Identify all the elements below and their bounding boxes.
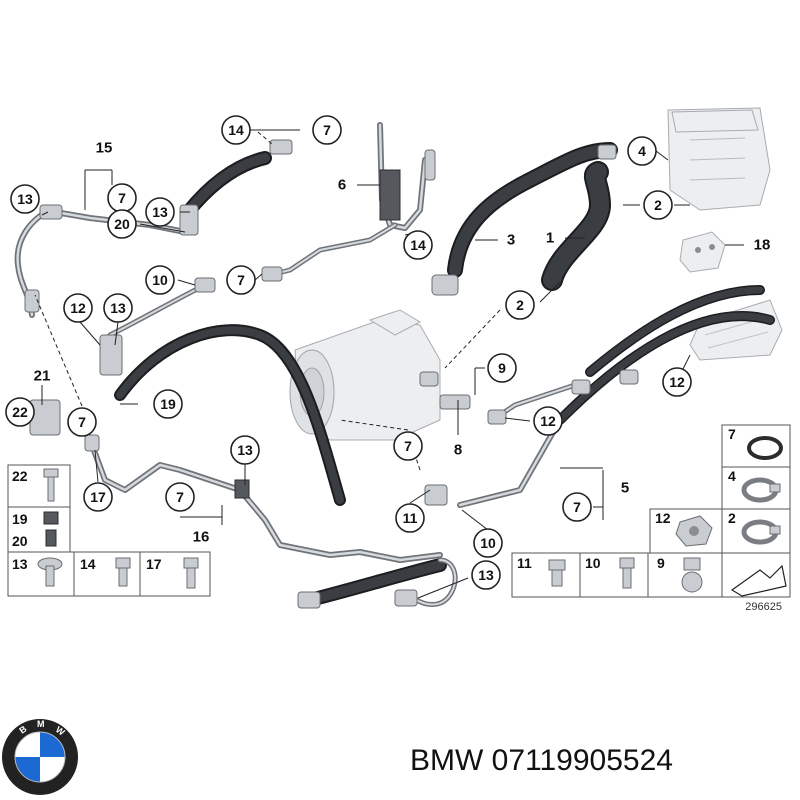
callout-9: 9 — [498, 360, 506, 376]
hose-main-long — [114, 324, 346, 506]
callout-12-a: 12 — [70, 300, 86, 316]
screw-13-icon — [37, 557, 63, 587]
callout-20: 20 — [114, 216, 130, 232]
callout-7-b: 7 — [323, 122, 331, 138]
table-cell-17: 17 — [146, 556, 162, 572]
hose-13-lower — [297, 558, 447, 609]
callout-15: 15 — [96, 140, 113, 157]
callout-22: 22 — [12, 404, 28, 420]
table-cell-20: 20 — [12, 533, 28, 549]
callout-13-b: 13 — [152, 204, 168, 220]
bolt-10-icon — [619, 557, 635, 589]
callout-21: 21 — [34, 368, 51, 385]
parts-table-right: 7 4 2 12 11 10 9 — [511, 424, 791, 613]
callout-18: 18 — [754, 237, 771, 254]
nut-12-icon — [675, 515, 713, 547]
table-cell-11: 11 — [517, 555, 532, 571]
callout-11: 11 — [403, 510, 418, 526]
table-cell-2: 2 — [728, 510, 736, 526]
fittings — [24, 139, 639, 607]
pipe-16-17 — [89, 442, 443, 563]
leader-lines — [34, 129, 744, 599]
parts-table-left: 22 19 20 13 14 17 — [7, 464, 211, 597]
bolt-14-icon — [115, 557, 131, 587]
callout-7-e: 7 — [404, 438, 412, 454]
callout-16: 16 — [193, 529, 210, 546]
callout-7-f: 7 — [176, 489, 184, 505]
callout-19: 19 — [160, 396, 176, 412]
callouts: 13 15 7 14 7 13 20 10 7 6 14 4 2 3 1 18 … — [5, 115, 771, 590]
oil-cooler — [689, 299, 783, 361]
callout-12-b: 12 — [540, 413, 556, 429]
callout-10-a: 10 — [152, 272, 168, 288]
table-cell-7: 7 — [728, 426, 736, 442]
svg-text:B: B — [17, 723, 28, 735]
callout-7-g: 7 — [573, 499, 581, 515]
bolt-22-icon — [43, 468, 59, 502]
table-cell-19: 19 — [12, 511, 28, 527]
callout-3: 3 — [507, 232, 515, 249]
callout-2-b: 2 — [516, 297, 524, 313]
pipe-6 — [267, 122, 428, 278]
expansion-tank — [667, 107, 771, 211]
callout-4: 4 — [638, 143, 646, 159]
table-cell-9: 9 — [657, 555, 665, 571]
bmw-logo: B M W — [2, 719, 78, 795]
hose-clamp-4-icon — [741, 477, 781, 503]
o-ring-7-icon — [747, 436, 783, 460]
callout-14-a: 14 — [228, 122, 244, 138]
callout-13-c: 13 — [110, 300, 126, 316]
arrow-symbol-icon — [730, 564, 787, 597]
callout-17: 17 — [90, 489, 106, 505]
hose-clamp-2-icon — [741, 519, 781, 545]
callout-13-e: 13 — [478, 567, 494, 583]
callout-5: 5 — [621, 480, 629, 497]
bracket-18 — [679, 231, 726, 273]
callout-6: 6 — [338, 177, 346, 194]
table-cell-14: 14 — [80, 556, 96, 572]
callout-13-d: 13 — [237, 442, 253, 458]
table-cell-13: 13 — [12, 556, 28, 572]
callout-13-a: 13 — [17, 191, 33, 207]
callout-2-a: 2 — [654, 197, 662, 213]
callout-10-b: 10 — [480, 535, 496, 551]
callout-8: 8 — [454, 442, 462, 459]
table-cell-10: 10 — [585, 555, 601, 571]
callout-7-d: 7 — [78, 414, 86, 430]
table-cell-22: 22 — [12, 468, 28, 484]
hose-3 — [431, 142, 618, 296]
callout-7-a: 7 — [118, 190, 126, 206]
hose-14-upper — [181, 151, 272, 219]
bolt-11-icon — [548, 559, 566, 587]
reference-number: 296625 — [745, 601, 782, 613]
table-cell-4: 4 — [728, 468, 736, 484]
svg-text:M: M — [37, 719, 45, 729]
bolt-17-icon — [183, 557, 199, 589]
callout-1: 1 — [546, 230, 554, 247]
nut-19-icon — [43, 511, 59, 547]
callout-7-c: 7 — [237, 272, 245, 288]
callout-12-c: 12 — [669, 374, 685, 390]
brand-part-number: BMW 07119905524 — [410, 744, 673, 777]
table-cell-12: 12 — [655, 510, 671, 526]
hose-1 — [541, 161, 611, 291]
bolt-9-icon — [681, 557, 703, 593]
callout-14-b: 14 — [410, 237, 426, 253]
hose-5-pair — [555, 285, 775, 425]
